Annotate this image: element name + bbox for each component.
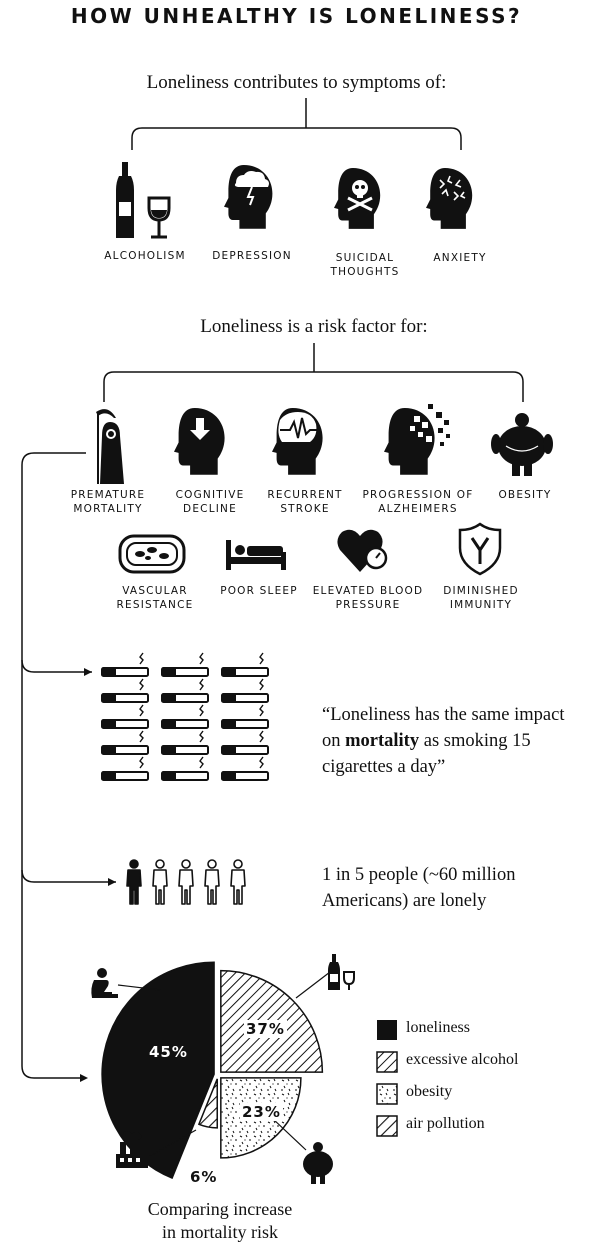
- obesity-callout-line: [271, 1117, 307, 1151]
- symptom-label-anxiety: ANXIETY: [433, 252, 487, 264]
- obese-figure-icon: [491, 413, 553, 476]
- lightning-head-icon: [426, 168, 473, 229]
- storm-cloud-head-icon: [224, 165, 273, 229]
- mortality-connector: [21, 452, 116, 1079]
- cigarette-icon: [161, 756, 209, 781]
- cigarette-icon: [161, 730, 209, 755]
- person-icon: [152, 859, 168, 905]
- symptom-label-alcoholism: ALCOHOLISM: [104, 250, 186, 262]
- cigarette-icon: [101, 730, 149, 755]
- risk-label-obesity: OBESITY: [498, 489, 552, 501]
- symptom-label-depression: DEPRESSION: [212, 250, 292, 262]
- cigarette-grid: [101, 652, 269, 781]
- cigarette-icon: [221, 704, 269, 729]
- grim-reaper-icon: [96, 409, 124, 484]
- legend-swatch-obesity: [376, 1083, 398, 1105]
- symptoms-bracket: [131, 98, 462, 150]
- legend-swatch-alcohol: [376, 1051, 398, 1073]
- cigarette-icon: [101, 756, 149, 781]
- legend-label-alcohol: excessive alcohol: [406, 1051, 519, 1068]
- cigarette-icon: [161, 704, 209, 729]
- risk-bracket: [103, 343, 524, 402]
- legend-swatch-air-pollution: [376, 1115, 398, 1137]
- factory-icon: [116, 1131, 148, 1168]
- pie-label-obesity: 23%: [240, 1103, 283, 1121]
- arrow-head-1: [84, 668, 92, 676]
- legend-label-loneliness: loneliness: [406, 1019, 470, 1036]
- pie-label-alcohol: 37%: [244, 1020, 287, 1038]
- risk-label-sleep: POOR SLEEP: [220, 585, 298, 597]
- cigarette-icon: [101, 704, 149, 729]
- symptoms-heading: Loneliness contributes to symptoms of:: [146, 72, 447, 93]
- wine-bottle-icon: [116, 162, 171, 239]
- person-lonely-icon: [126, 859, 142, 905]
- legend-label-air-pollution: air pollution: [406, 1115, 485, 1132]
- alcohol-callout-line: [295, 971, 331, 999]
- brain-wave-head-icon: [272, 408, 323, 475]
- arrow-head-2: [108, 878, 116, 886]
- pollution-callout-line: [149, 1129, 197, 1157]
- cigarette-icon: [221, 756, 269, 781]
- person-icon: [178, 859, 194, 905]
- alcohol-icon: [328, 954, 355, 990]
- cigarette-icon: [101, 678, 149, 703]
- heart-gauge-icon: [337, 529, 388, 572]
- cigarette-icon: [161, 678, 209, 703]
- cigarette-icon: [161, 652, 209, 677]
- people-row: [126, 859, 246, 905]
- cigarette-icon: [221, 730, 269, 755]
- cigarette-icon: [101, 652, 149, 677]
- arrow-down-head-icon: [174, 408, 225, 475]
- risk-heading: Loneliness is a risk factor for:: [200, 316, 428, 337]
- legend-label-obesity: obesity: [406, 1083, 453, 1100]
- people-stat: 1 in 5 people (~60 million Americans) ar…: [322, 865, 516, 911]
- skull-head-icon: [334, 168, 381, 229]
- cigarette-icon: [221, 678, 269, 703]
- mortality-chart: [101, 961, 331, 1180]
- page-title: HOW UNHEALTHY IS LONELINESS?: [70, 4, 523, 28]
- pie-slice-air-pollution: [197, 1078, 218, 1129]
- pie-label-loneliness: 45%: [149, 1043, 188, 1061]
- loneliness-callout-line: [117, 984, 161, 991]
- obese-small-icon: [303, 1142, 333, 1184]
- pie-slice-loneliness: [101, 961, 215, 1180]
- dissolving-head-icon: [384, 404, 450, 475]
- pie-label-air-pollution: 6%: [190, 1168, 218, 1186]
- cigarette-icon: [221, 652, 269, 677]
- person-icon: [204, 859, 220, 905]
- legend-swatch-loneliness: [377, 1020, 397, 1040]
- cigarette-quote: “Loneliness has the same impact on morta…: [322, 705, 565, 777]
- antibody-shield-icon: [458, 522, 502, 576]
- bed-icon: [226, 540, 286, 570]
- sitting-person-icon: [91, 968, 118, 998]
- person-icon: [230, 859, 246, 905]
- arrow-head-3: [80, 1074, 88, 1082]
- blood-vessel-icon: [118, 534, 186, 574]
